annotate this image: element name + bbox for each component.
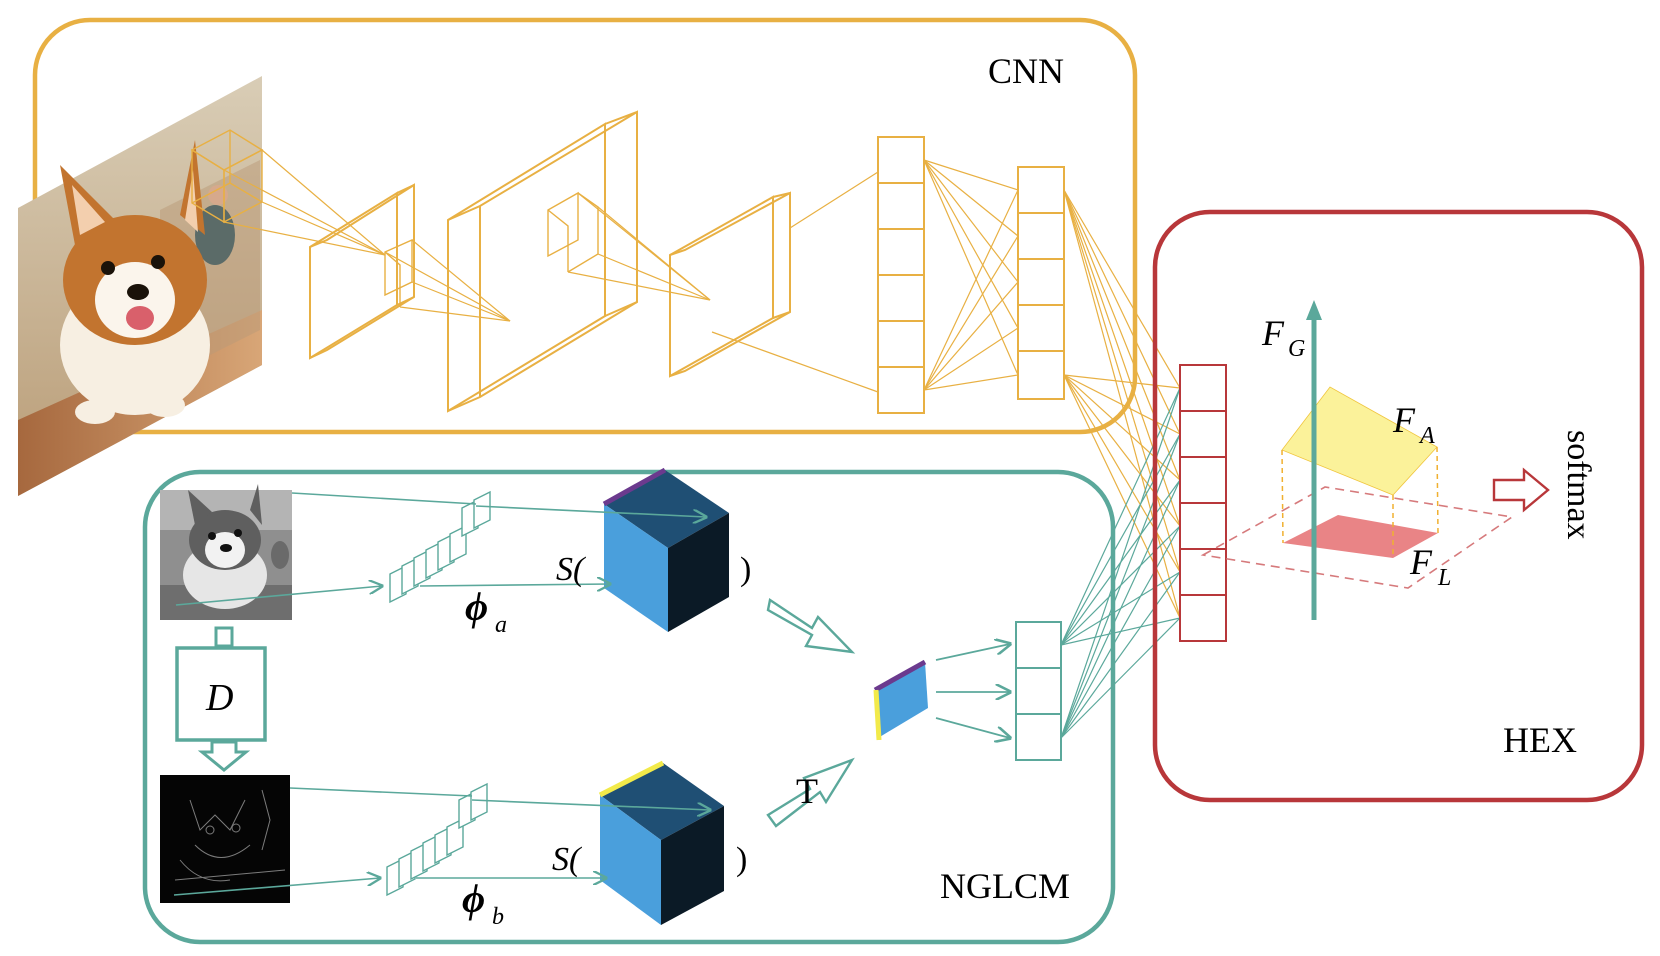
fc2-hex-connections — [1063, 189, 1181, 619]
cube-b — [598, 760, 724, 925]
svg-text:G: G — [1288, 336, 1305, 362]
hex-label: HEX — [1503, 720, 1577, 760]
phi-b-label: ϕ b — [462, 876, 504, 930]
svg-text:A: A — [1418, 423, 1435, 449]
corgi-photo — [18, 76, 262, 496]
hollow-arrow-b — [766, 757, 855, 828]
svg-text:b: b — [492, 904, 504, 930]
fg-label: F G — [1261, 313, 1305, 362]
svg-text:ϕ: ϕ — [465, 584, 488, 629]
softmax-arrow — [1492, 467, 1550, 513]
filter-stack-b — [386, 782, 488, 897]
conv-layer-3 — [669, 191, 791, 378]
hex-frame — [1152, 209, 1645, 803]
nglcm-flow-lines — [173, 492, 710, 896]
d-operator — [175, 626, 267, 772]
nglcm-hex-connections — [1060, 387, 1181, 739]
hex-input-layer — [1179, 364, 1227, 642]
conv-layer-2 — [447, 110, 638, 413]
fl-label: F L — [1409, 542, 1451, 591]
corgi-edge-map-photo — [160, 775, 290, 903]
close-paren-b: ) — [736, 841, 747, 878]
hollow-arrow-a — [766, 598, 856, 654]
svg-text:F: F — [1392, 400, 1416, 440]
s-label-a: S( — [556, 551, 587, 588]
hex-geometry — [1200, 300, 1515, 620]
fc1-fc2-connections — [923, 159, 1019, 391]
softmax-label: softmax — [1560, 430, 1597, 540]
feature-slice — [873, 659, 928, 741]
fc-layer-1 — [877, 136, 925, 414]
nglcm-label: NGLCM — [940, 866, 1070, 906]
fa-label: F A — [1392, 400, 1435, 449]
filter-stack-a — [389, 490, 491, 604]
slice-to-fc-arrows — [935, 644, 1010, 738]
cnn-label: CNN — [988, 51, 1064, 91]
conv-connections — [223, 149, 879, 393]
t-label: T — [796, 771, 818, 811]
svg-text:ϕ: ϕ — [462, 876, 485, 921]
svg-text:F: F — [1261, 313, 1285, 353]
svg-text:F: F — [1409, 542, 1433, 582]
fc-layer-2 — [1017, 166, 1065, 400]
phi-a-label: ϕ a — [465, 584, 507, 638]
nglcm-fc-layer — [1015, 621, 1062, 761]
corgi-grayscale-photo — [160, 484, 292, 620]
nglcm-frame — [142, 469, 1116, 945]
svg-text:a: a — [495, 612, 507, 638]
d-label: D — [205, 677, 233, 719]
fl-plane — [1283, 515, 1438, 558]
svg-text:L: L — [1437, 565, 1451, 591]
fl-plane-outline — [1200, 486, 1515, 589]
s-label-b: S( — [552, 841, 583, 878]
conv-layer-1 — [309, 183, 415, 360]
cube-a — [602, 467, 729, 632]
close-paren-a: ) — [740, 551, 751, 588]
